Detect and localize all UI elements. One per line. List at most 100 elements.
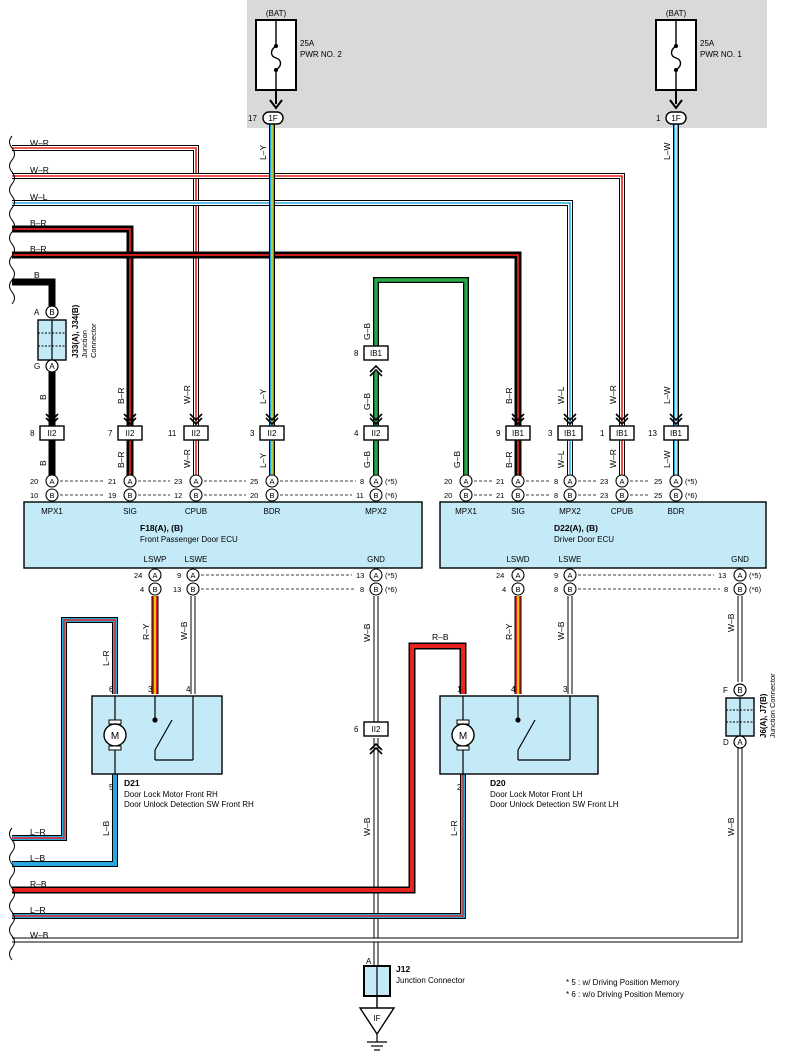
svg-text:2: 2 <box>457 783 462 792</box>
svg-text:8: 8 <box>30 429 35 438</box>
svg-text:L–W: L–W <box>662 143 672 160</box>
svg-text:B: B <box>127 491 132 500</box>
switch-icon <box>152 696 194 761</box>
motor-icon: M <box>103 696 127 774</box>
svg-text:J6(A), J7(B): J6(A), J7(B) <box>759 693 768 738</box>
svg-text:II2: II2 <box>372 429 381 438</box>
motor-d20: 1 4 3 2 M D20 Door Lock Motor Front LH D… <box>439 685 619 809</box>
svg-text:A: A <box>269 477 274 486</box>
svg-text:W–L: W–L <box>30 192 48 202</box>
svg-text:1: 1 <box>600 429 605 438</box>
svg-text:L–R: L–R <box>30 905 46 915</box>
switch-icon <box>515 696 571 761</box>
svg-text:25: 25 <box>250 477 258 486</box>
motor-d21: 6 3 4 5 M D21 Door Lock Motor Front RH D… <box>91 685 254 809</box>
connector-ii2-4: II2 4 <box>354 425 389 441</box>
svg-text:IB1: IB1 <box>616 429 629 438</box>
svg-text:23: 23 <box>174 477 182 486</box>
svg-text:3: 3 <box>548 429 553 438</box>
svg-text:11: 11 <box>356 491 364 500</box>
junction-j33-j34: B A A G J33(A), J34(B) Junction Connecto… <box>34 304 98 373</box>
svg-text:MPX2: MPX2 <box>365 507 387 516</box>
svg-text:B: B <box>152 585 157 594</box>
svg-text:LSWD: LSWD <box>506 555 529 564</box>
svg-text:21: 21 <box>108 477 116 486</box>
svg-text:R–B: R–B <box>30 879 47 889</box>
ecu-driver: MPX1 SIG MPX2 CPUB BDR LSWD LSWE GND D22… <box>439 501 767 569</box>
svg-text:B: B <box>567 491 572 500</box>
svg-text:9: 9 <box>496 429 501 438</box>
svg-text:B: B <box>619 491 624 500</box>
junction-j12: A J12 Junction Connector <box>363 957 465 1008</box>
svg-text:A: A <box>567 571 572 580</box>
svg-text:G–B: G–B <box>452 451 462 468</box>
svg-text:Door Lock Motor Front RH: Door Lock Motor Front RH <box>124 790 218 799</box>
svg-text:(BAT): (BAT) <box>666 9 687 18</box>
wire-b-top <box>12 278 56 476</box>
ground-icon: IF <box>358 1007 396 1051</box>
svg-text:17: 17 <box>248 114 257 123</box>
ecu-rh-bottom-pins: AB AB AB 244 913 138 (*5)(*6) <box>134 568 398 596</box>
svg-text:GND: GND <box>367 555 385 564</box>
svg-text:(*6): (*6) <box>685 491 698 500</box>
svg-text:8: 8 <box>554 585 558 594</box>
svg-text:* 6 : w/o Driving Position Mem: * 6 : w/o Driving Position Memory <box>566 990 684 999</box>
svg-text:B: B <box>193 491 198 500</box>
svg-text:(*6): (*6) <box>749 585 762 594</box>
ecu-front-passenger: MPX1 SIG CPUB BDR MPX2 LSWP LSWE GND F18… <box>23 501 423 569</box>
vertical-wire-labels: L–Y L–W G–B G–B B B B–R W–R L–Y B–R W–L … <box>38 143 736 836</box>
svg-text:B–R: B–R <box>30 244 47 254</box>
svg-text:B–R: B–R <box>116 387 126 404</box>
svg-text:8: 8 <box>554 477 558 486</box>
svg-text:A: A <box>190 571 195 580</box>
svg-text:L–Y: L–Y <box>258 145 268 160</box>
chevron-arrows <box>45 364 683 755</box>
svg-text:B: B <box>567 585 572 594</box>
wire-g-b-loop <box>373 277 469 476</box>
svg-text:D21: D21 <box>124 778 140 788</box>
svg-text:W–R: W–R <box>30 165 49 175</box>
svg-text:(*5): (*5) <box>385 571 398 580</box>
svg-text:(*5): (*5) <box>385 477 398 486</box>
svg-text:SIG: SIG <box>123 507 137 516</box>
svg-text:(*6): (*6) <box>385 585 398 594</box>
svg-text:Junction Connector: Junction Connector <box>396 976 465 985</box>
wire-w-r-2 <box>12 173 625 426</box>
svg-text:PWR NO. 1: PWR NO. 1 <box>700 50 742 59</box>
svg-text:W–B: W–B <box>362 623 372 642</box>
svg-text:A: A <box>127 477 132 486</box>
svg-text:13: 13 <box>718 571 726 580</box>
svg-text:G–B: G–B <box>362 323 372 340</box>
svg-text:Door Unlock Detection SW Front: Door Unlock Detection SW Front LH <box>490 800 619 809</box>
svg-text:L–Y: L–Y <box>258 453 268 468</box>
svg-text:W–R: W–R <box>182 449 192 468</box>
ecu-lh-bottom-pins: AB AB AB 244 98 138 (*5)(*6) <box>496 568 762 596</box>
svg-text:D: D <box>723 738 729 747</box>
svg-text:G–B: G–B <box>362 393 372 410</box>
svg-text:IB1: IB1 <box>370 349 383 358</box>
svg-text:4: 4 <box>354 429 359 438</box>
fuse-pwr-no1: (BAT) 25A PWR NO. 1 <box>655 9 742 110</box>
wire-r-b <box>12 642 467 894</box>
svg-text:M: M <box>111 731 119 742</box>
svg-text:W–B: W–B <box>362 817 372 836</box>
svg-text:II2: II2 <box>372 725 381 734</box>
svg-text:W–L: W–L <box>556 386 566 404</box>
svg-text:CPUB: CPUB <box>185 507 207 516</box>
svg-text:F18(A), (B): F18(A), (B) <box>140 523 183 533</box>
svg-text:W–R: W–R <box>182 385 192 404</box>
svg-text:W–B: W–B <box>179 621 189 640</box>
svg-text:B: B <box>515 491 520 500</box>
wire-ecu-stubs <box>126 440 679 476</box>
svg-text:A: A <box>152 571 157 580</box>
svg-text:B: B <box>373 491 378 500</box>
svg-text:20: 20 <box>444 477 452 486</box>
svg-text:Front Passenger Door ECU: Front Passenger Door ECU <box>140 535 238 544</box>
svg-text:D22(A), (B): D22(A), (B) <box>554 523 598 533</box>
svg-text:19: 19 <box>108 491 116 500</box>
svg-text:8: 8 <box>724 585 728 594</box>
svg-text:A: A <box>34 308 40 317</box>
svg-text:(*6): (*6) <box>385 491 398 500</box>
